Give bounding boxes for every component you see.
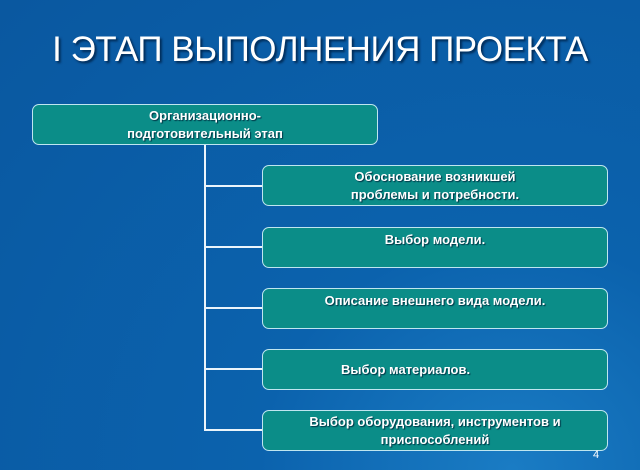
connector-branch bbox=[204, 307, 262, 309]
step-box: Выбор материалов. bbox=[262, 349, 608, 390]
connector-branch bbox=[204, 368, 262, 370]
step-box: Обоснование возникшей проблемы и потребн… bbox=[262, 165, 608, 206]
step-box: Выбор оборудования, инструментов и присп… bbox=[262, 410, 608, 451]
connector-branch bbox=[204, 246, 262, 248]
root-box: Организационно-подготовительный этап bbox=[32, 104, 378, 145]
step-box: Описание внешнего вида модели. bbox=[262, 288, 608, 329]
page-number: 4 bbox=[593, 449, 600, 461]
connector-branch bbox=[204, 185, 262, 187]
connector-trunk bbox=[204, 144, 206, 431]
step-box: Выбор модели. bbox=[262, 227, 608, 268]
slide-title: I ЭТАП ВЫПОЛНЕНИЯ ПРОЕКТА bbox=[52, 30, 588, 69]
connector-branch bbox=[204, 429, 262, 431]
